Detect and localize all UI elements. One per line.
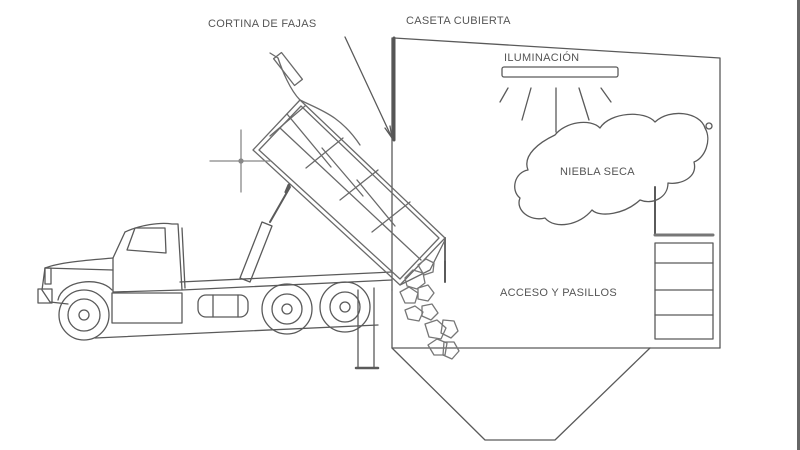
- access-structure: [655, 187, 713, 339]
- label-access: ACCESO Y PASILLOS: [500, 287, 617, 299]
- dump-bed: [253, 53, 445, 285]
- label-booth: CASETA CUBIERTA: [406, 15, 511, 27]
- dry-fog-cloud: [515, 113, 712, 224]
- right-edge-bar: [797, 0, 800, 450]
- label-lighting: ILUMINACIÓN: [504, 52, 580, 64]
- label-dry-fog: NIEBLA SECA: [560, 166, 635, 178]
- curtain-leader-line: [345, 37, 392, 138]
- hydraulic-cylinder: [240, 185, 290, 282]
- dump-truck: [38, 223, 392, 368]
- label-curtain: CORTINA DE FAJAS: [208, 18, 317, 30]
- falling-material: [400, 259, 459, 359]
- lighting-fixture: [500, 67, 618, 132]
- crosshair-marker: [210, 130, 270, 192]
